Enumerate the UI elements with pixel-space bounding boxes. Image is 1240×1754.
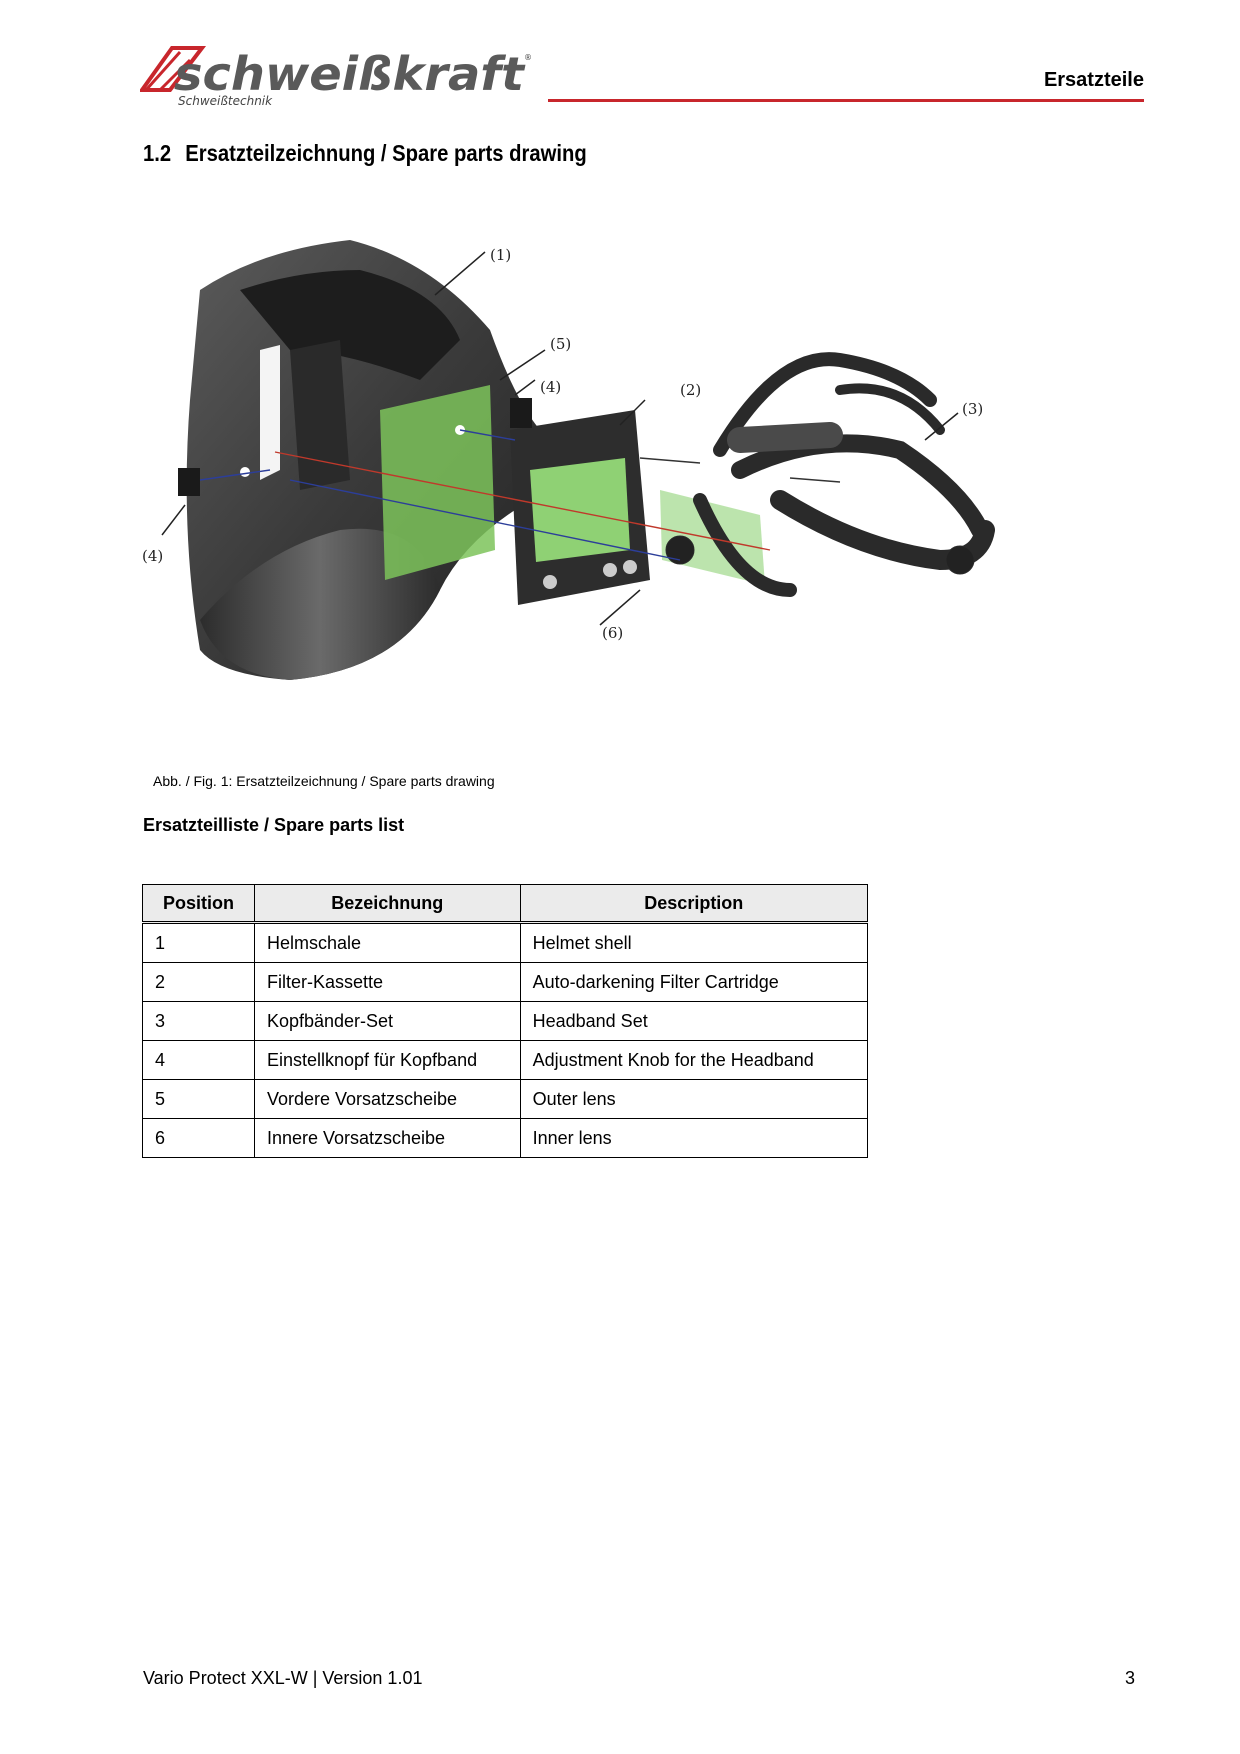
callout-leaders [161,251,959,626]
page-title: 1.2 Ersatzteilzeichnung / Spare parts dra… [143,140,587,167]
col-description: Description [519,884,869,924]
callout-1: (1) [490,246,511,264]
figure-caption: Abb. / Fig. 1: Ersatzteilzeichnung / Spa… [153,773,495,789]
col-position: Position [142,884,255,924]
callout-3: (3) [962,400,983,418]
parts-list-title: Ersatzteilliste / Spare parts list [143,815,405,835]
callout-4-shell: (4) [142,547,163,565]
svg-text:®: ® [524,53,532,62]
callout-4-cartridge: (4) [540,378,561,396]
header-section-title: Ersatzteile [1043,69,1144,91]
schweisskraft-logo: schweißkraft Schweißtechnik ® [140,46,532,108]
spare-parts-drawing: (1) (2) (3) (4) (4) (5) (6) [142,240,995,680]
callout-6: (6) [602,624,623,642]
footer-document-version: Vario Protect XXL-W | Version 1.01 [143,1668,423,1688]
header-rule [548,99,1144,102]
assembly-arrows [199,429,841,561]
footer-page-number: 3 [1124,1668,1135,1688]
brand-subtitle: Schweißtechnik [178,94,273,108]
callout-5: (5) [550,335,571,353]
filter-cartridge [510,398,650,605]
section-number: 1.2 [143,140,172,166]
brand-wordmark: schweißkraft [174,47,526,101]
section-title: Ersatzteilzeichnung / Spare parts drawin… [185,140,587,166]
helmet-shell [178,240,550,680]
col-bezeichnung: Bezeichnung [253,884,521,924]
callout-2: (2) [680,381,701,399]
table-header-row: Position Bezeichnung Description [142,884,869,924]
headband-set [665,352,995,597]
